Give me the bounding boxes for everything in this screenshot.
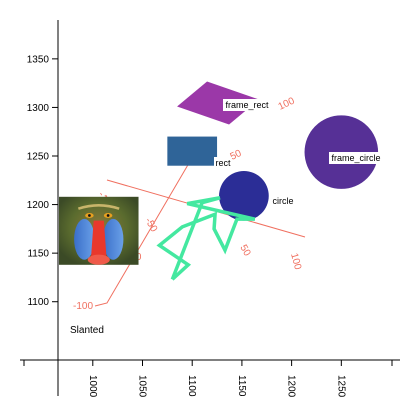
- y-tick-label: 1100: [27, 297, 49, 308]
- x-tick-label: 1150: [236, 375, 247, 397]
- y-tick-label: 1250: [27, 152, 50, 163]
- x-tick-label: 1050: [137, 375, 148, 398]
- circle-label: circle: [270, 195, 296, 207]
- y-tick-group: 1100 1150 1200 1250 1300 1350: [27, 54, 58, 308]
- mandrill-nose: [91, 220, 107, 264]
- rect-label-bg: [214, 157, 232, 169]
- zigzag-polygon: [156, 196, 256, 281]
- rect-shape: [167, 136, 218, 166]
- slanted-label: Slanted: [70, 325, 104, 336]
- frame-circle-label: frame_circle: [329, 152, 384, 164]
- x-tick-group: 1000 1050 1100 1150 1200 1250: [23, 360, 393, 398]
- x-tick-label: 1000: [87, 375, 98, 398]
- main-axes: 1000 1050 1100 1150 1200 1250 1100 1150 1200 125…: [20, 20, 400, 398]
- mandrill-brow: [77, 204, 120, 210]
- y-tick-label: 1150: [27, 249, 49, 260]
- circle-shape: [219, 170, 269, 221]
- rect-label: rect: [214, 157, 232, 169]
- mandrill-left-cheek: [74, 218, 95, 260]
- mandrill-right-pupil: [106, 214, 110, 217]
- mandrill-face: [74, 204, 124, 265]
- x-tick-label: 1100: [186, 375, 197, 397]
- y-tick-label: 1350: [27, 54, 50, 65]
- frame-rect-label-bg: [223, 99, 271, 111]
- frame-circle-label-bg: [329, 152, 384, 164]
- circle-label-bg: [270, 195, 296, 207]
- circle-label-text: circle: [272, 196, 293, 206]
- slanted-tick-y-50: 50: [229, 148, 244, 163]
- slanted-tick-y-neg100: -100: [73, 301, 93, 312]
- x-tick-label: 1250: [335, 375, 346, 398]
- frame-rect-label: frame_rect: [223, 99, 271, 111]
- slanted-tick-x-50: 50: [237, 243, 252, 259]
- frame-circle-label-text: frame_circle: [331, 153, 380, 163]
- slanted-tick-y-100: 100: [277, 96, 297, 113]
- frame-rect-shape: [177, 81, 260, 125]
- y-tick-label: 1300: [27, 103, 50, 114]
- mandrill-right-cheek: [103, 218, 124, 260]
- x-tick-label: 1200: [286, 375, 297, 398]
- mandrill-image: [58, 196, 139, 265]
- y-tick-label: 1200: [27, 200, 50, 211]
- mandrill-muzzle: [87, 254, 110, 265]
- frame-rect-label-text: frame_rect: [225, 100, 269, 110]
- rect-label-text: rect: [215, 158, 231, 168]
- shape-labels: rect frame_rect circle frame_circle Slan…: [70, 99, 384, 336]
- slanted-tick-x-100: 100: [288, 252, 303, 271]
- shapes: [156, 81, 379, 281]
- mandrill-left-pupil: [88, 214, 91, 217]
